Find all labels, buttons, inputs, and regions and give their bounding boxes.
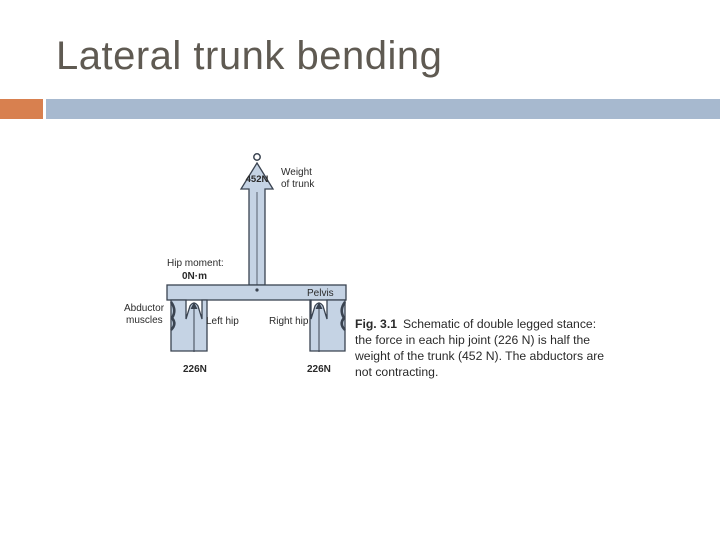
left-hip-label: Left hip [206,316,239,327]
right-femur [309,299,346,352]
left-force-value: 226N [183,364,207,375]
weight-ring [253,153,261,161]
weight-label-line2: of trunk [281,179,315,190]
hip-moment-value: 0N·m [182,271,207,282]
left-force-arrowhead [190,302,198,309]
figure-number: Fig. 3.1 [355,317,397,331]
left-abductor-muscle [169,301,176,331]
right-force-value: 226N [307,364,331,375]
right-force-arrowhead [315,302,323,309]
pelvis-bar [166,284,347,301]
weight-label-line1: Weight [281,167,312,178]
slide-title: Lateral trunk bending [56,34,443,78]
accent-bar-blue [46,99,720,119]
accent-bar-orange [0,99,43,119]
right-hip-label: Right hip [269,316,309,327]
pelvis-label: Pelvis [307,288,334,299]
abductor-label-line1: Abductor [124,303,165,314]
abductor-label-line2: muscles [126,315,163,326]
weight-value: 452N [246,174,269,185]
pelvis-center-dot [255,288,259,292]
hip-moment-label: Hip moment: [167,258,224,269]
figure-caption-text: Schematic of double legged stance: the f… [355,317,605,379]
left-femur [170,299,208,352]
right-abductor-muscle [340,301,347,331]
